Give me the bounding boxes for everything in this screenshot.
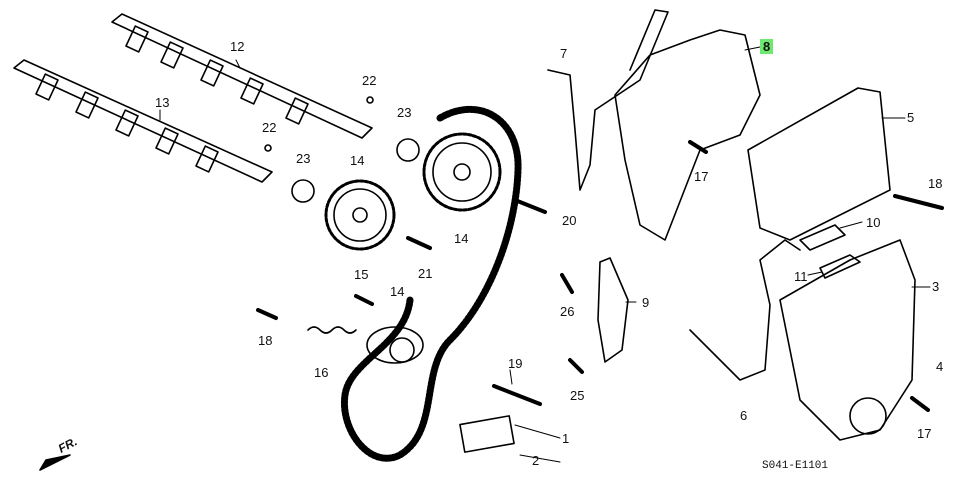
cam-pulley-left — [324, 179, 396, 251]
bolts — [256, 96, 944, 412]
timing-belt — [340, 105, 522, 462]
upper-cover — [747, 87, 891, 241]
diagram-code: S041-E1101 — [762, 460, 829, 472]
callout-11: 11 — [794, 269, 808, 284]
gasket-lower — [689, 239, 801, 381]
callout-2: 2 — [532, 453, 540, 468]
callout-15: 14 — [390, 284, 405, 299]
callout-14-left: 14 — [350, 153, 365, 168]
callout-22-lower: 21 — [418, 266, 433, 281]
callout-20: 18 — [258, 333, 273, 348]
callout-25: 25 — [570, 388, 585, 403]
callout-5: 5 — [907, 110, 915, 125]
callout-24-upper: 23 — [397, 105, 412, 120]
callout-14-right: 14 — [454, 231, 469, 246]
callout-19: 18 — [928, 176, 943, 191]
seal-lower — [291, 179, 315, 203]
tensioner — [366, 326, 424, 364]
leader-lines — [159, 46, 931, 463]
tension-spring — [307, 326, 357, 334]
label-plate — [459, 415, 515, 453]
callout-23-upper: 22 — [362, 73, 377, 88]
callout-10: 10 — [866, 215, 881, 230]
camshaft-upper — [111, 13, 373, 139]
callout-6: 6 — [740, 408, 748, 423]
callout-9: 9 — [642, 295, 650, 310]
callout-21: 19 — [508, 356, 523, 371]
callout-4: 4 — [936, 359, 944, 374]
seal-upper — [396, 138, 420, 162]
callout-18-upper: 17 — [694, 169, 709, 184]
callout-22-upper: 20 — [562, 213, 577, 228]
lower-cover — [779, 239, 916, 441]
callout-16: 15 — [354, 267, 369, 282]
callout-12: 12 — [230, 39, 245, 54]
callout-23-lower: 22 — [262, 120, 277, 135]
cam-pulley-right — [422, 132, 502, 212]
gasket-small — [819, 254, 861, 279]
callout-24-lower: 23 — [296, 151, 311, 166]
gasket-upper — [547, 9, 669, 191]
callout-26: 26 — [560, 304, 575, 319]
back-cover-upper — [614, 29, 761, 241]
callout-1: 1 — [562, 431, 570, 446]
callout-17: 16 — [314, 365, 329, 380]
callout-8: 8 — [760, 39, 774, 54]
callout-13: 13 — [155, 95, 170, 110]
front-arrow-icon — [39, 454, 71, 471]
camshaft-lower — [13, 59, 273, 183]
callout-3: 3 — [932, 279, 940, 294]
callout-7: 7 — [560, 46, 568, 61]
gasket-middle — [799, 224, 846, 251]
callout-18-lower: 17 — [917, 426, 932, 441]
bracket — [597, 257, 629, 363]
